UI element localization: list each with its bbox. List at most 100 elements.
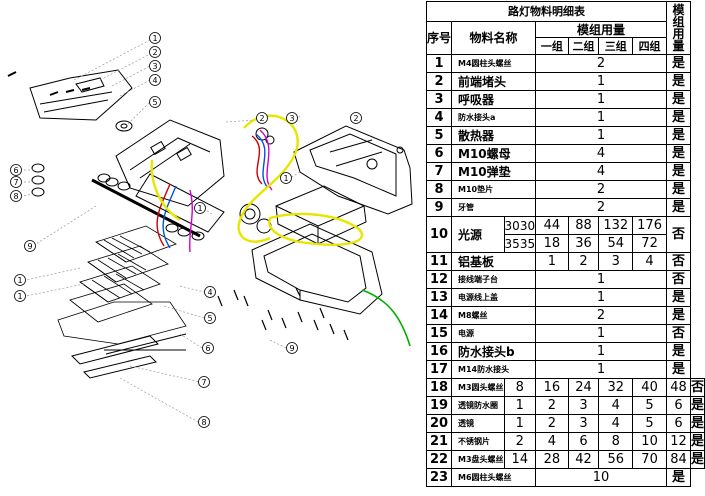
callout-label: 9 [286, 342, 298, 354]
row-number: 8 [425, 180, 453, 199]
callout-number: 3 [152, 62, 157, 71]
callout-number: 2 [353, 114, 358, 123]
callout-label: 4 [149, 74, 161, 86]
usage-header: 模组用量 [535, 21, 667, 38]
material-name: 不锈钢片 [451, 432, 505, 451]
material-name: 散热器 [451, 126, 537, 145]
quantity-cell: 1 [535, 288, 667, 307]
module-usage-flag: 是 [665, 54, 691, 73]
row-number: 15 [425, 324, 453, 343]
quantity-cell: 3 [567, 396, 600, 415]
quantity-cell: 40 [632, 378, 667, 397]
callout-label: 6 [10, 164, 22, 176]
callout-label: 1 [14, 290, 26, 302]
module-usage-flag: 是 [665, 468, 691, 487]
module-usage-flag: 是 [665, 162, 691, 181]
module-usage-flag: 是 [689, 396, 705, 415]
quantity-cell: 42 [567, 450, 600, 469]
quantity-cell: 6 [567, 432, 600, 451]
callout-number: 1 [152, 34, 157, 43]
callout-label: 2 [350, 112, 362, 124]
group-header: 一组 [535, 37, 569, 55]
callout-number: 4 [207, 288, 212, 297]
callout-number: 4 [152, 76, 157, 85]
quantity-cell: 1 [503, 396, 537, 415]
module-usage-header: 模组用量 [665, 1, 691, 55]
quantity-cell: 132 [598, 216, 634, 235]
group-header: 四组 [632, 37, 667, 55]
quantity-cell: 4 [632, 252, 667, 271]
quantity-cell: 1 [535, 252, 569, 271]
material-name: M3盘头螺丝 [451, 450, 505, 469]
quantity-cell: 1 [535, 90, 667, 109]
light-source-model: 3535 [503, 234, 537, 253]
module-usage-flag: 是 [665, 108, 691, 127]
quantity-cell: 3 [598, 252, 634, 271]
row-number: 3 [425, 90, 453, 109]
material-name: 呼吸器 [451, 90, 537, 109]
quantity-cell: 1 [535, 270, 667, 289]
callout-label: 8 [198, 416, 210, 428]
quantity-cell: 72 [632, 234, 667, 253]
row-number: 14 [425, 306, 453, 325]
callout-label: 3 [149, 60, 161, 72]
quantity-cell: 1 [535, 360, 667, 379]
callout-label: 3 [286, 112, 298, 124]
quantity-cell: 10 [535, 468, 667, 487]
row-number: 21 [425, 432, 453, 451]
quantity-cell: 32 [598, 378, 634, 397]
callout-number: 6 [13, 166, 18, 175]
callout-label: 1 [14, 274, 26, 286]
row-number: 18 [425, 378, 453, 397]
callout-number: 9 [289, 344, 294, 353]
quantity-cell: 28 [535, 450, 569, 469]
material-name: 防水接头a [451, 108, 537, 127]
material-name: 前端堵头 [451, 72, 537, 91]
material-name-header: 物料名称 [451, 21, 537, 55]
callout-number: 5 [152, 98, 157, 107]
callout-label: 4 [204, 286, 216, 298]
material-name: 接线端子台 [451, 270, 537, 289]
quantity-cell: 2 [535, 198, 667, 217]
quantity-cell: 4 [535, 432, 569, 451]
quantity-cell: 4 [598, 414, 634, 433]
callout-label: 5 [149, 96, 161, 108]
module-usage-flag: 否 [665, 270, 691, 289]
module-usage-flag: 否 [689, 378, 705, 397]
callout-number: 7 [201, 378, 206, 387]
row-number: 1 [425, 54, 453, 73]
quantity-cell: 1 [535, 72, 667, 91]
module-usage-flag: 是 [665, 288, 691, 307]
quantity-cell: 36 [567, 234, 600, 253]
quantity-cell: 176 [632, 216, 667, 235]
quantity-cell: 2 [535, 414, 569, 433]
module-usage-flag: 是 [689, 414, 705, 433]
callout-number: 5 [207, 314, 212, 323]
quantity-cell: 54 [598, 234, 634, 253]
module-usage-flag: 是 [665, 90, 691, 109]
material-name: M14防水接头 [451, 360, 537, 379]
callout-number: 3 [289, 114, 294, 123]
quantity-cell: 1 [535, 342, 667, 361]
callout-label: 1 [280, 172, 292, 184]
row-number: 4 [425, 108, 453, 127]
quantity-cell: 18 [535, 234, 569, 253]
callout-number: 8 [201, 418, 206, 427]
callout-label: 5 [204, 312, 216, 324]
quantity-cell: 1 [503, 414, 537, 433]
callout-label: 2 [256, 112, 268, 124]
material-name: M8螺丝 [451, 306, 537, 325]
